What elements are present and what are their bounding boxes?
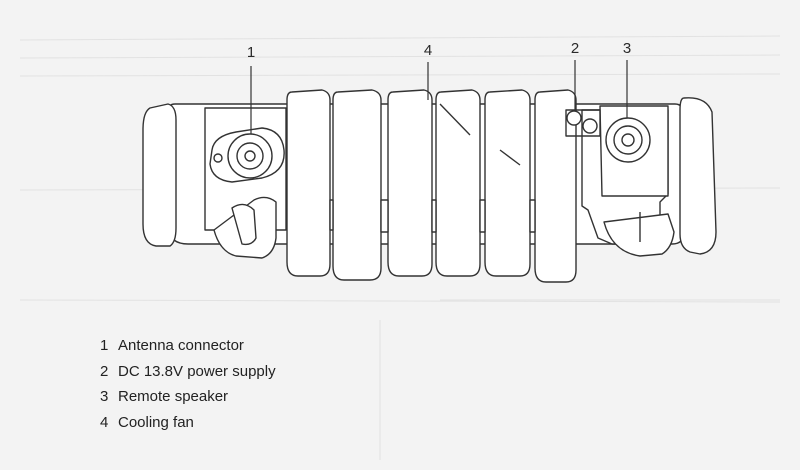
legend-item: 1 Antenna connector xyxy=(100,336,276,362)
callout-3: 3 xyxy=(622,40,632,57)
legend-label: Cooling fan xyxy=(118,413,194,431)
callout-1: 1 xyxy=(246,44,256,61)
legend-item: 2 DC 13.8V power supply xyxy=(100,362,276,388)
cooling-fins xyxy=(286,89,577,283)
legend-number: 1 xyxy=(100,337,109,354)
callout-4: 4 xyxy=(423,42,433,59)
legend-number: 3 xyxy=(100,388,109,405)
remote-speaker-jack xyxy=(605,117,651,163)
right-foot xyxy=(603,213,675,257)
legend-number: 2 xyxy=(100,362,109,380)
right-end-cap xyxy=(679,97,717,255)
dc-power-socket xyxy=(565,109,601,137)
legend-label: Antenna connector xyxy=(118,337,244,354)
legend-label: DC 13.8V power supply xyxy=(118,362,276,380)
legend-item: 4 Cooling fan xyxy=(100,413,276,439)
parts-legend: 1 Antenna connector 2 DC 13.8V power suppl… xyxy=(100,336,276,438)
legend-label: Remote speaker xyxy=(118,388,229,405)
leader-lines xyxy=(250,60,628,134)
callout-2: 2 xyxy=(570,40,580,57)
legend-item: 3 Remote speaker xyxy=(100,387,276,413)
legend-number: 4 xyxy=(100,413,109,431)
left-end-cap xyxy=(142,103,177,247)
